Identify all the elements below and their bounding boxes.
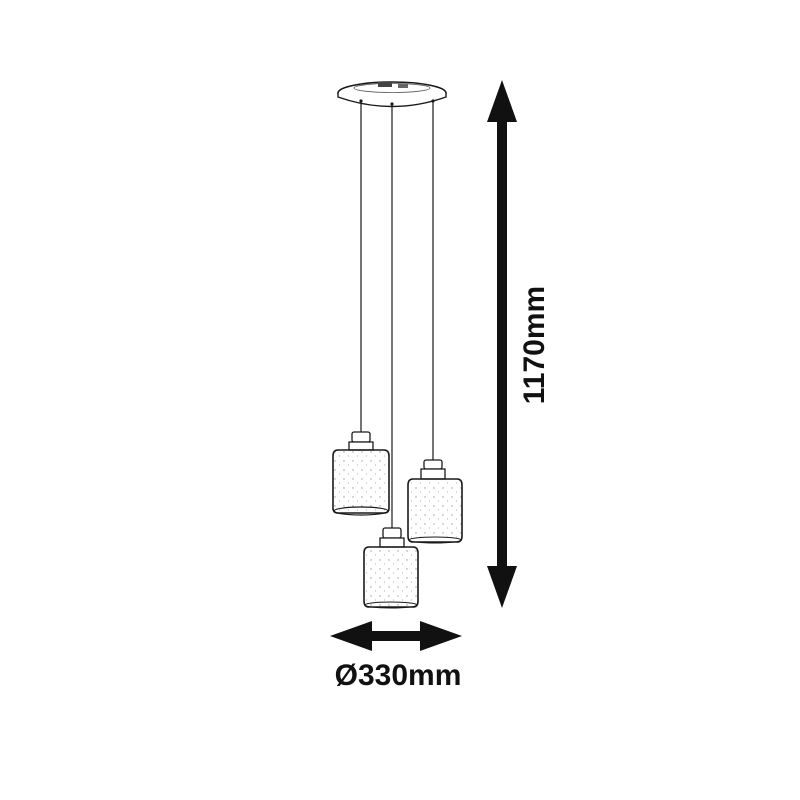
diameter-dimension-arrow [330,621,462,651]
pendant-shade-left [332,431,390,516]
pendant-shade-right [407,459,463,544]
pendant-shade-center [363,527,419,609]
ceiling-canopy [337,81,447,108]
height-dimension-arrow [487,80,517,608]
height-label: 1170mm [518,286,551,404]
diameter-label: Ø330mm [335,659,462,692]
